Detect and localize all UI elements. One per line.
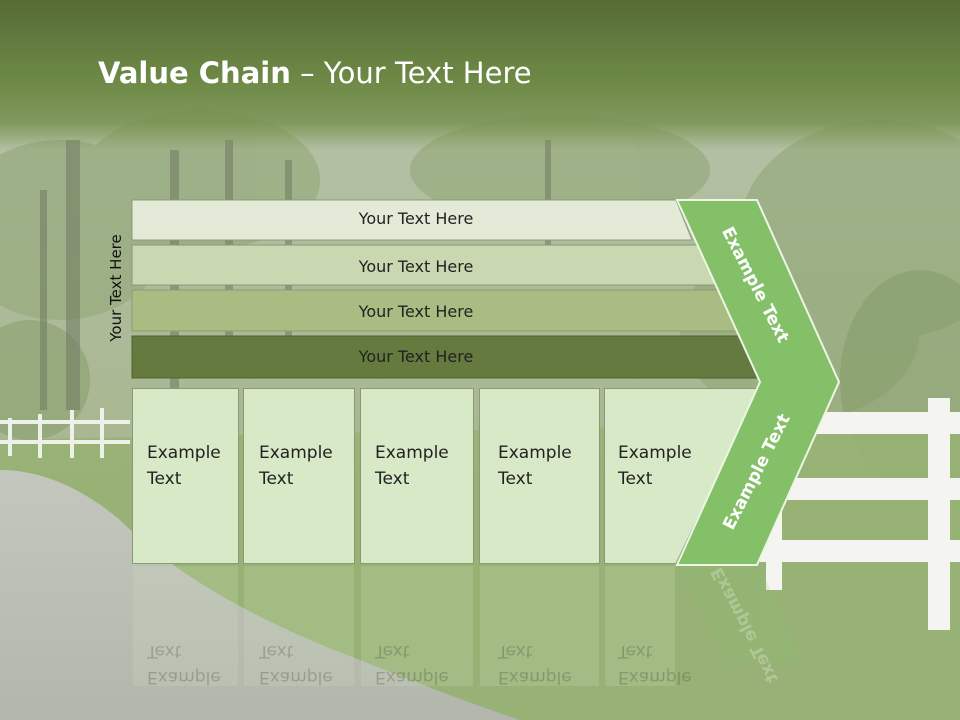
page-title: Value Chain – Your Text Here: [98, 56, 532, 90]
cell-text-2-line2: Text: [259, 469, 294, 489]
cell-text-4-line2: Text: [498, 469, 533, 489]
title-rest: – Your Text Here: [290, 56, 532, 90]
reflection-3-line1: Example: [375, 667, 449, 687]
chain-cell-4: [479, 388, 600, 564]
chain-cell-2: [243, 388, 355, 564]
cell-text-3: Example Text: [375, 440, 449, 492]
cell-text-2: Example Text: [259, 440, 333, 492]
row-label-3: Your Text Here: [358, 302, 474, 321]
cell-text-1: Example Text: [147, 440, 221, 492]
reflection-5-line1: Example: [618, 667, 692, 687]
cell-text-3-line1: Example: [375, 443, 449, 463]
reflection-2-line1: Example: [259, 667, 333, 687]
chain-arrow: [675, 199, 841, 566]
title-bar: [0, 0, 960, 150]
title-bold: Value Chain: [98, 56, 291, 90]
row-label-1: Your Text Here: [358, 209, 474, 228]
cell-text-4: Example Text: [498, 440, 572, 492]
chain-cell-1: [132, 388, 239, 564]
row-label-2: Your Text Here: [358, 257, 474, 276]
row-label-4: Your Text Here: [358, 347, 474, 366]
reflection-5-line2: Text: [618, 641, 653, 661]
cell-text-5-line1: Example: [618, 443, 692, 463]
chain-row-1: [131, 199, 693, 241]
reflection-3-line2: Text: [375, 641, 410, 661]
chain-cell-3: [360, 388, 474, 564]
cell-text-5: Example Text: [618, 440, 692, 492]
reflection-4-line2: Text: [498, 641, 533, 661]
cell-text-2-line1: Example: [259, 443, 333, 463]
reflection-2-line2: Text: [259, 641, 294, 661]
chain-cell-5: [604, 388, 761, 564]
reflection-1-line1: Example: [147, 667, 221, 687]
cell-text-1-line2: Text: [147, 469, 182, 489]
cell-text-3-line2: Text: [375, 469, 410, 489]
cell-text-1-line1: Example: [147, 443, 221, 463]
cell-text-4-line1: Example: [498, 443, 572, 463]
cell-text-5-line2: Text: [618, 469, 653, 489]
reflection-1-line2: Text: [147, 641, 182, 661]
reflection-4-line1: Example: [498, 667, 572, 687]
